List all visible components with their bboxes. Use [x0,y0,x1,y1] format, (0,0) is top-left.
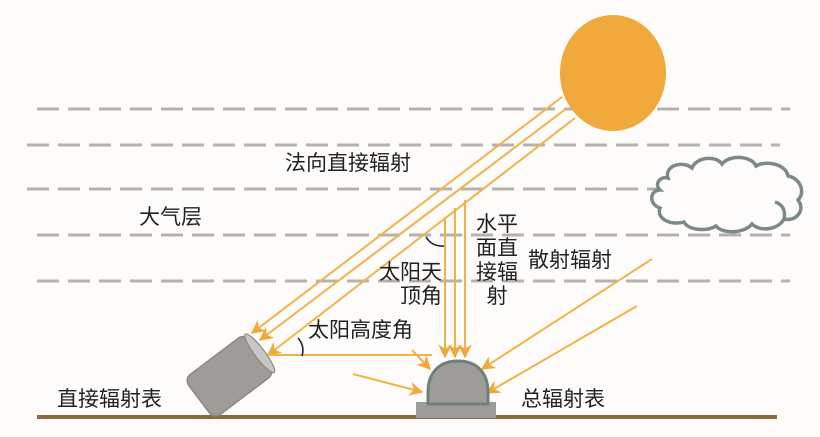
label-horizontal-direct-line3: 接辐 [476,260,518,285]
label-horizontal-direct-line4: 射 [486,284,508,309]
label-horizontal-direct-line2: 面直 [476,236,518,261]
label-zenith-line1: 太阳天 [379,260,442,284]
label-pyrheliometer: 直接辐射表 [57,387,162,411]
altitude-angle-arc [297,337,304,357]
normal-direct-rays [250,96,576,356]
atmosphere-layers [27,107,790,283]
horizontal-direct-rays [438,200,472,359]
zenith-angle-arc [425,236,446,247]
label-normal-direct-radiation: 法向直接辐射 [285,151,411,175]
label-horizontal-direct-radiation: 水平 面直 接辐 射 [473,212,521,309]
pyranometer-icon [416,359,496,418]
cloud-icon [650,155,804,234]
label-zenith-line2: 顶角 [400,284,442,309]
label-diffuse-radiation: 散射辐射 [528,248,612,272]
sun-icon [560,15,666,131]
label-solar-zenith-angle: 太阳天 顶角 [370,260,442,308]
diffuse-rays [352,258,653,396]
pyrheliometer-icon [186,333,276,417]
label-solar-altitude-angle: 太阳高度角 [308,318,413,342]
label-atmosphere: 大气层 [139,205,202,229]
label-pyranometer: 总辐射表 [521,387,605,411]
label-horizontal-direct-line1: 水平 [476,212,518,236]
